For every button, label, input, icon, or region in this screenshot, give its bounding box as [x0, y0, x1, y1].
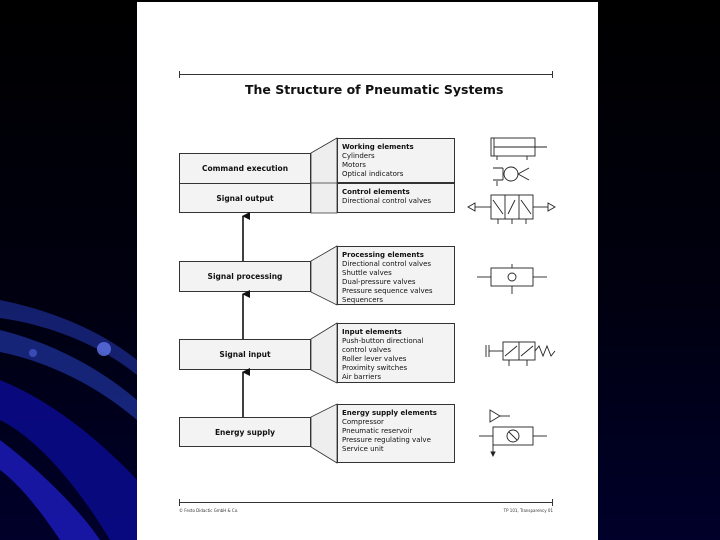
element-item: Cylinders [342, 152, 375, 160]
element-item: Shuttle valves [342, 269, 392, 277]
service-unit-icon [479, 426, 547, 458]
element-item: Directional control valves [342, 260, 432, 268]
element-item: Pneumatic reservoir [342, 427, 413, 435]
push-button-valve-icon [485, 341, 556, 366]
footer-copyright: © Festo Didactic GmbH & Co. [179, 508, 239, 513]
funnel-energy-supply [310, 403, 338, 464]
elements-working: Working elements Cylinders Motors Optica… [337, 138, 455, 183]
element-heading: Energy supply elements [342, 409, 437, 417]
element-item: control valves [342, 346, 391, 354]
motor-icon [493, 166, 530, 186]
diagram-graphics [242, 137, 556, 464]
document-page: The Structure of Pneumatic Systems Comma… [137, 2, 598, 540]
top-rule [179, 71, 553, 78]
element-item: Roller lever valves [342, 355, 407, 363]
level-signal-processing: Signal processing [179, 261, 311, 292]
bottom-rule [179, 499, 553, 506]
element-item: Directional control valves [342, 197, 432, 205]
element-item: Service unit [342, 445, 384, 453]
element-item: Optical indicators [342, 170, 404, 178]
funnel-command-execution [310, 137, 338, 214]
element-item: Motors [342, 161, 366, 169]
element-item: Air barriers [342, 373, 381, 381]
connector-funnels [310, 137, 338, 464]
compressor-icon [489, 409, 510, 423]
element-heading: Processing elements [342, 251, 424, 259]
element-heading: Control elements [342, 188, 410, 196]
level-energy-supply: Energy supply [179, 417, 311, 447]
element-item: Dual-pressure valves [342, 278, 416, 286]
level-signal-input: Signal input [179, 339, 311, 370]
element-item: Pressure sequence valves [342, 287, 433, 295]
element-item: Proximity switches [342, 364, 408, 372]
footer-reference: TP 101, Transparency 01 [503, 508, 553, 513]
elements-energy-supply: Energy supply elements Compressor Pneuma… [337, 404, 455, 463]
element-item: Pressure regulating valve [342, 436, 431, 444]
element-heading: Input elements [342, 328, 402, 336]
funnel-signal-input [310, 322, 338, 384]
funnel-signal-processing [310, 245, 338, 306]
shuttle-valve-icon [477, 264, 547, 294]
element-item: Compressor [342, 418, 384, 426]
element-item: Push-button directional [342, 337, 424, 345]
level-command-execution: Command execution [179, 153, 311, 184]
elements-processing: Processing elements Directional control … [337, 246, 455, 305]
element-item: Sequencers [342, 296, 384, 304]
directional-valve-icon [467, 194, 556, 224]
element-heading: Working elements [342, 143, 414, 151]
elements-control: Control elements Directional control val… [337, 183, 455, 213]
cylinder-icon [490, 137, 547, 160]
page-title: The Structure of Pneumatic Systems [245, 82, 504, 97]
elements-input: Input elements Push-button directional c… [337, 323, 455, 383]
